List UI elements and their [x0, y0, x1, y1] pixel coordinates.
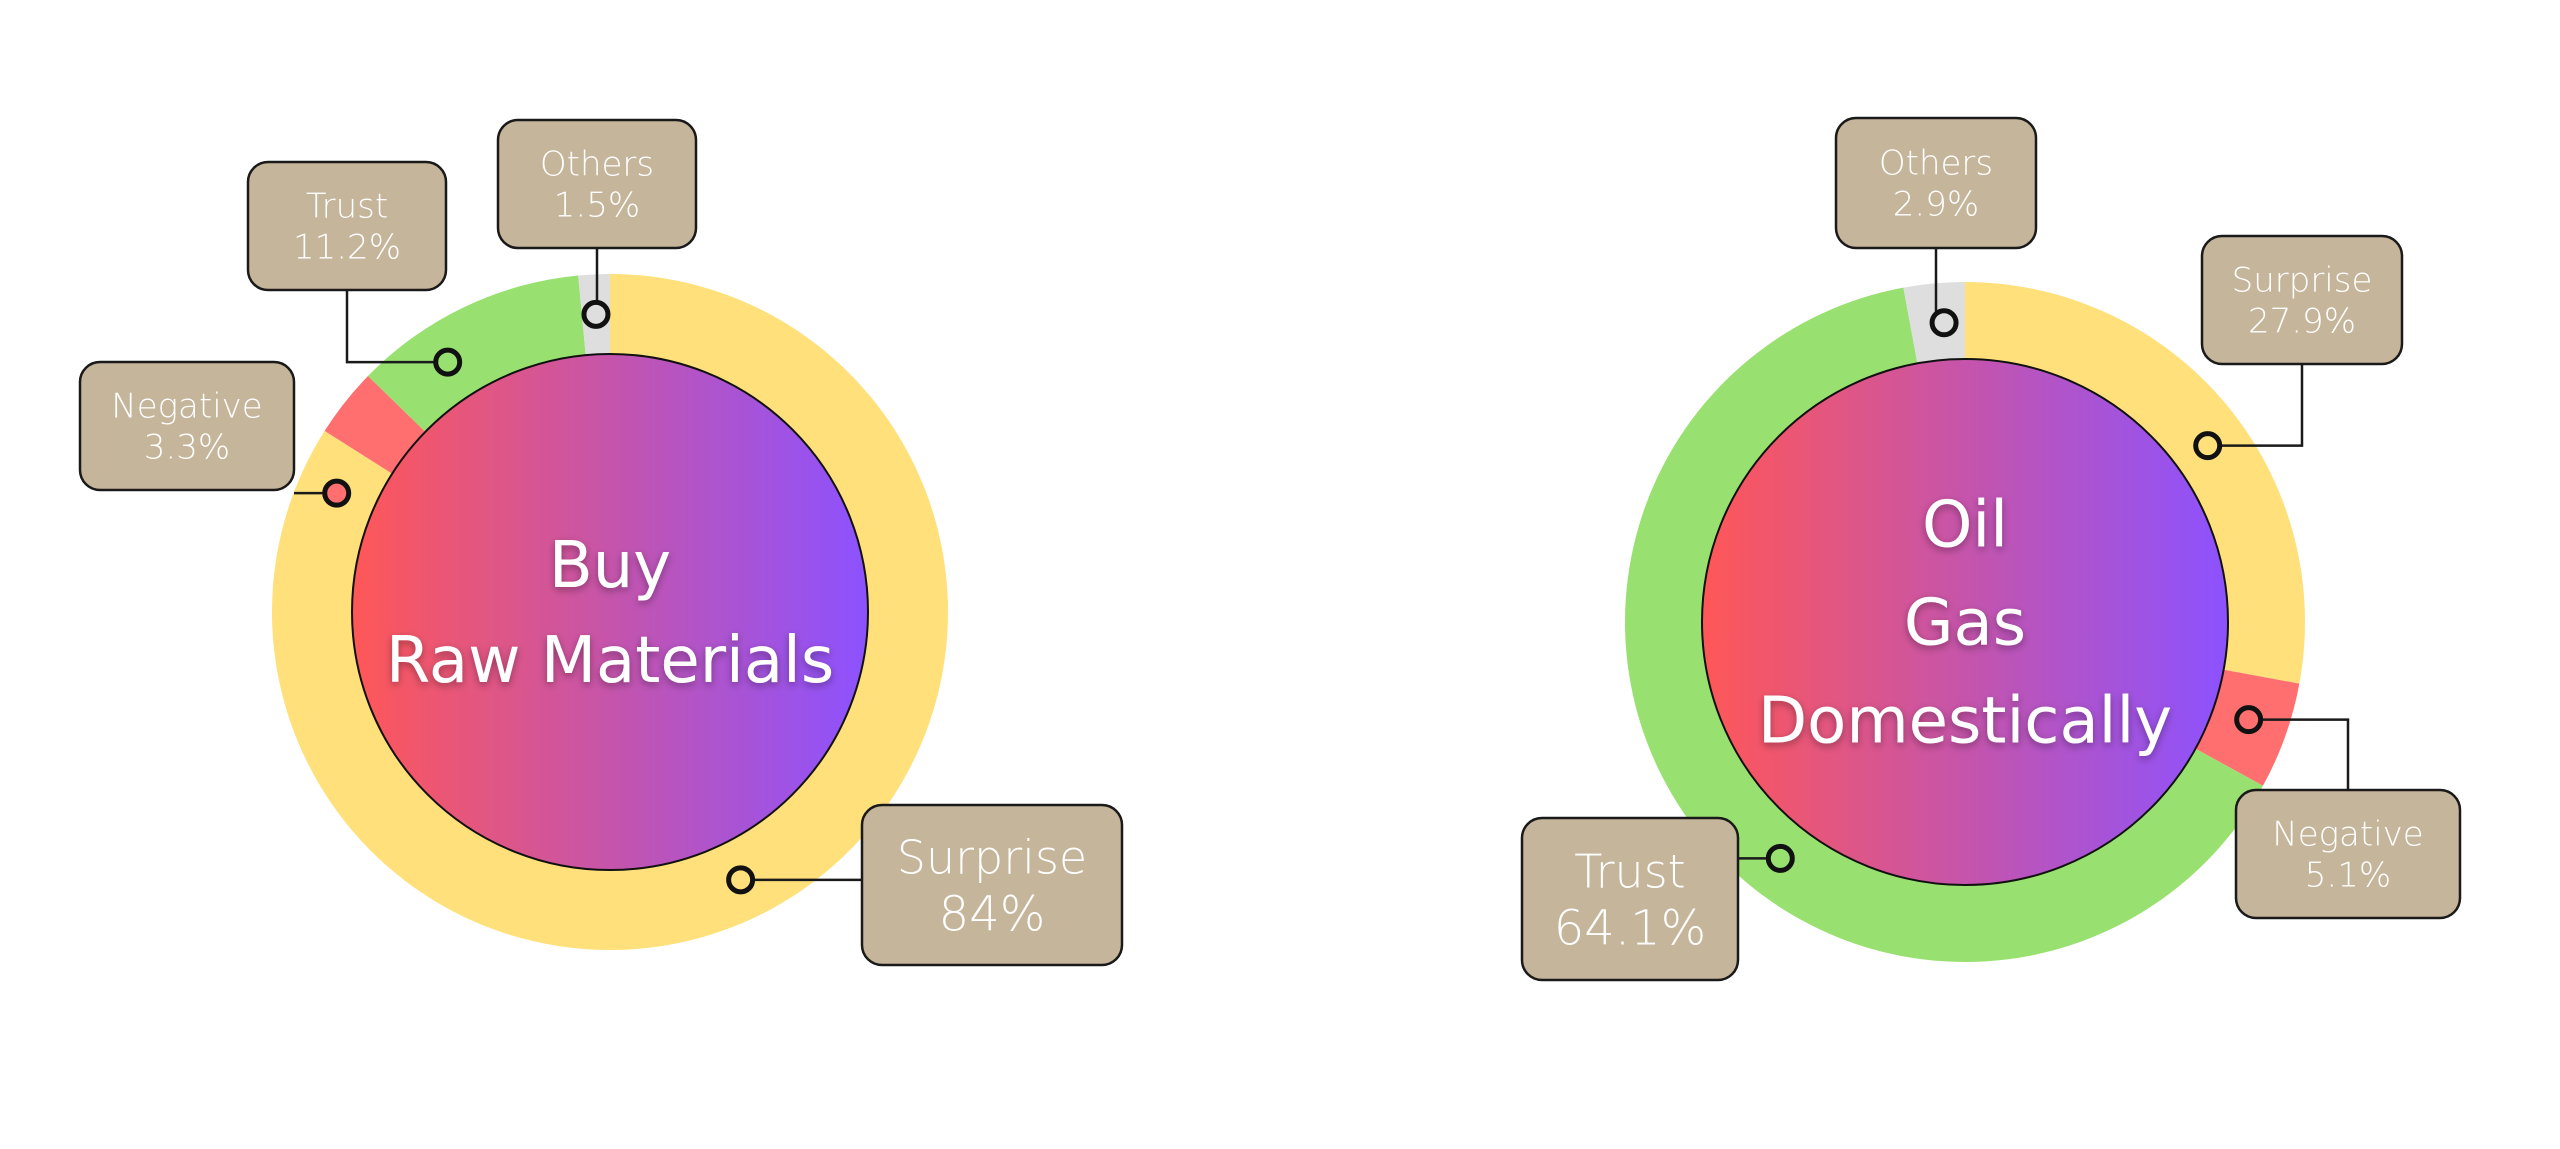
- slice-trust: [368, 275, 587, 437]
- callout-label-negative: Negative: [2272, 815, 2423, 855]
- callout-box-trust: [246, 160, 448, 292]
- callout-box-surprise: [860, 803, 1124, 967]
- callout-box-others: [1834, 116, 2038, 250]
- callout-value-trust: 11.2%: [293, 227, 401, 267]
- callout-box-negative: [2234, 788, 2462, 920]
- callout-dot-surprise: [2193, 431, 2223, 461]
- callout-dot-others: [1929, 308, 1959, 338]
- callout-dot-trust: [1765, 843, 1795, 873]
- callout-value-surprise: 27.9%: [2248, 301, 2356, 341]
- callout-label-negative: Negative: [111, 387, 262, 427]
- callout-value-trust: 64.1%: [1554, 901, 1706, 957]
- callout-box-surprise: [2200, 234, 2404, 366]
- center-label-line: Oil: [1922, 488, 2008, 562]
- callout-value-negative: 5.1%: [2305, 855, 2391, 895]
- callout-box-trust: [1520, 816, 1740, 982]
- center-label-line: Buy: [549, 529, 671, 603]
- slice-negative: [324, 376, 430, 477]
- callout-box-negative: [78, 360, 296, 492]
- callout-dot-others: [581, 299, 611, 329]
- callout-label-surprise: Surprise: [2232, 261, 2373, 301]
- callout-value-others: 1.5%: [554, 185, 640, 225]
- callout-dot-negative: [2234, 705, 2264, 735]
- callout-label-trust: Trust: [306, 187, 388, 227]
- connector-negative: [2248, 718, 2350, 790]
- center-label-line: Raw Materials: [386, 624, 834, 698]
- callout-label-surprise: Surprise: [897, 831, 1087, 885]
- center-label-line: Domestically: [1758, 684, 2172, 758]
- callout-label-others: Others: [1879, 144, 1993, 184]
- callout-box-others: [496, 118, 698, 250]
- center-circle: [1701, 358, 2229, 886]
- callout-dot-surprise: [726, 865, 756, 895]
- callout-dot-trust: [433, 347, 463, 377]
- callout-value-negative: 3.3%: [144, 427, 230, 467]
- callout-dot-negative: [322, 478, 352, 508]
- center-label-line: Gas: [1904, 586, 2026, 660]
- callout-label-trust: Trust: [1574, 845, 1685, 899]
- center-circle: [351, 353, 869, 871]
- connector-surprise: [2207, 364, 2304, 447]
- callout-label-others: Others: [540, 145, 654, 185]
- callout-value-others: 2.9%: [1893, 184, 1979, 224]
- callout-value-surprise: 84%: [939, 887, 1046, 943]
